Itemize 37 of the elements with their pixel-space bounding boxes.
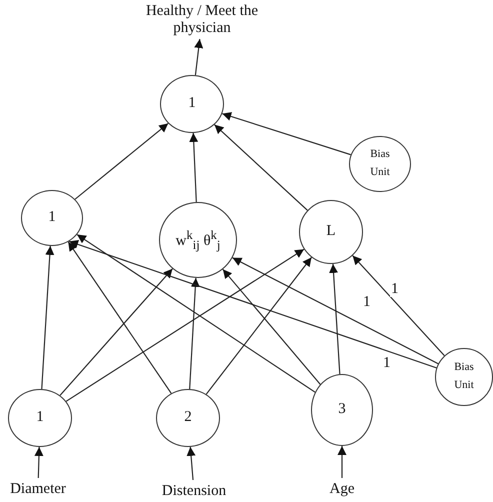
arrow (66, 248, 304, 402)
arrow (60, 268, 173, 396)
arrow (189, 278, 200, 390)
neuron-node (21, 190, 83, 246)
node-label: L (325, 223, 337, 241)
node-label: Bias Unit (369, 147, 391, 180)
edge-label: 1 (390, 282, 400, 297)
arrow (194, 38, 204, 76)
arrow (76, 234, 316, 393)
arrow (352, 255, 445, 356)
arrow (338, 446, 346, 478)
arrow (222, 268, 321, 385)
arrow (34, 446, 44, 478)
node-label: Bias Unit (453, 360, 475, 393)
neuron-node (160, 75, 224, 133)
arrow (186, 446, 196, 480)
arrow (222, 112, 351, 156)
io-label: Age (330, 481, 354, 499)
arrow (329, 264, 340, 374)
arrow (189, 132, 198, 202)
bias-node (435, 348, 493, 406)
arrow (232, 257, 438, 364)
arrow (206, 257, 312, 395)
node-label: 2 (183, 409, 193, 427)
node-label: 1 (35, 409, 45, 427)
io-label: Diameter (10, 481, 66, 499)
neuron-node (299, 200, 363, 264)
arrow (214, 124, 308, 211)
node-label: 1 (187, 95, 197, 113)
node-label: 3 (337, 401, 347, 419)
arrow (41, 246, 54, 390)
io-label: Distension (162, 483, 226, 501)
arrow (68, 240, 437, 368)
arrow (74, 122, 169, 200)
arrow (68, 242, 172, 394)
node-label: 1 (47, 209, 57, 227)
io-label: Healthy / Meet the physician (144, 2, 260, 38)
